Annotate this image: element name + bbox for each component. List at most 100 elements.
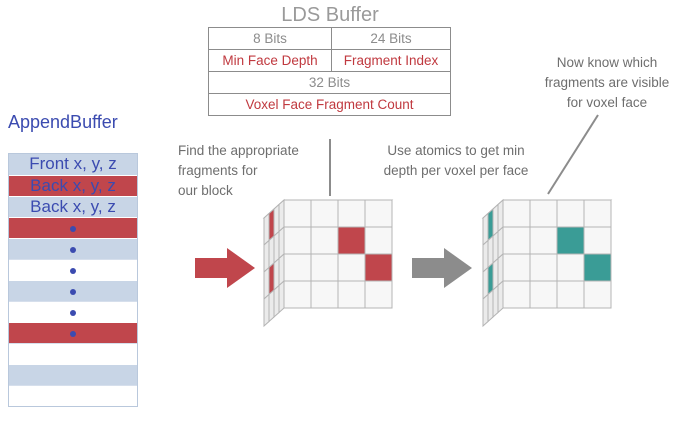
voxel-front-face: [556, 280, 585, 309]
row-label: Front x, y, z: [29, 154, 117, 173]
voxel-side-face: [278, 225, 285, 260]
voxel-side-face: [268, 261, 275, 296]
note-line: depth per voxel per face: [383, 163, 529, 178]
voxel-front-face: [337, 280, 366, 309]
voxel-front-face: [583, 280, 612, 309]
row-label: Back x, y, z: [30, 176, 116, 195]
note-line: fragments are visible: [544, 75, 670, 90]
min-face-depth-field: Min Face Depth: [208, 49, 332, 72]
voxel-front-face: [364, 226, 393, 255]
voxel-side-face: [268, 288, 275, 323]
voxel-front-face: [529, 199, 558, 228]
gray-arrow: [412, 248, 472, 288]
voxel-front-face: [529, 253, 558, 282]
voxel-side-face: [263, 239, 270, 274]
voxel-front-face: [364, 199, 393, 228]
voxel-side-face: [497, 225, 504, 260]
now-know-note: Now know which fragments are visible for…: [532, 53, 673, 113]
voxel-side-face: [487, 261, 494, 296]
append-buffer-row: [9, 238, 137, 259]
voxel-side-face: [263, 293, 270, 328]
voxel-face-fragment-count-field: Voxel Face Fragment Count: [208, 93, 451, 116]
append-buffer-row: Back x, y, z: [9, 175, 137, 196]
voxel-front-face: [502, 253, 531, 282]
use-atomics-note: Use atomics to get min depth per voxel p…: [356, 141, 556, 181]
note-line: for voxel face: [566, 95, 648, 110]
voxel-front-face: [310, 226, 339, 255]
ellipsis-dot: [70, 246, 76, 253]
voxel-front-face: [364, 253, 393, 282]
bits-8-label: 8 Bits: [208, 27, 332, 50]
voxel-side-face: [492, 257, 499, 292]
voxel-front-face: [337, 199, 366, 228]
voxel-side-face: [497, 279, 504, 314]
voxel-side-face: [268, 234, 275, 269]
note-line: Use atomics to get min: [387, 143, 525, 158]
red-arrow: [195, 248, 255, 288]
note-to-cube-connector: [547, 114, 599, 195]
voxel-front-face: [583, 226, 612, 255]
voxel-cube-fragments: [262, 198, 394, 328]
voxel-front-face: [283, 280, 312, 309]
find-fragments-note: Find the appropriate fragments for our b…: [178, 141, 299, 201]
voxel-side-face: [263, 212, 270, 247]
append-buffer-row: [9, 322, 137, 343]
voxel-side-face: [492, 284, 499, 319]
voxel-side-face: [487, 288, 494, 323]
ellipsis-dot: [70, 288, 76, 295]
append-buffer-row: [9, 217, 137, 238]
voxel-front-face: [364, 280, 393, 309]
voxel-side-face: [273, 230, 280, 265]
voxel-front-face: [283, 253, 312, 282]
voxel-cube-visible: [481, 198, 613, 328]
voxel-front-face: [310, 280, 339, 309]
voxel-side-face: [492, 203, 499, 238]
voxel-front-face: [502, 199, 531, 228]
row-label: Back x, y, z: [30, 197, 116, 216]
append-buffer-row: [9, 301, 137, 322]
note-line: Now know which: [556, 55, 658, 70]
voxel-side-face: [273, 203, 280, 238]
append-buffer-row: [9, 343, 137, 364]
voxel-side-face: [273, 284, 280, 319]
lds-buffer-title: LDS Buffer: [281, 4, 379, 26]
append-buffer-row: [9, 385, 137, 406]
voxel-side-face: [487, 234, 494, 269]
note-line: Find the appropriate: [178, 143, 299, 158]
append-buffer: Front x, y, z Back x, y, z Back x, y, z: [8, 153, 138, 407]
append-buffer-row: [9, 364, 137, 385]
voxel-front-face: [283, 199, 312, 228]
voxel-front-face: [310, 199, 339, 228]
voxel-front-face: [337, 226, 366, 255]
voxel-side-face: [487, 207, 494, 242]
ellipsis-dot: [70, 330, 76, 337]
voxel-front-face: [556, 253, 585, 282]
voxel-side-face: [497, 198, 504, 233]
append-buffer-row: [9, 259, 137, 280]
note-line: our block: [178, 183, 233, 198]
voxel-front-face: [529, 226, 558, 255]
ellipsis-dot: [70, 267, 76, 274]
voxel-front-face: [337, 253, 366, 282]
voxel-side-face: [278, 198, 285, 233]
voxel-front-face: [583, 199, 612, 228]
voxel-side-face: [268, 207, 275, 242]
voxel-side-face: [482, 266, 489, 301]
voxel-front-face: [556, 226, 585, 255]
voxel-side-face: [278, 279, 285, 314]
voxel-front-face: [583, 253, 612, 282]
lds-buffer-table: 8 Bits 24 Bits Min Face Depth Fragment I…: [208, 27, 451, 116]
voxel-front-face: [556, 199, 585, 228]
voxel-side-face: [482, 293, 489, 328]
voxel-front-face: [310, 253, 339, 282]
voxel-front-face: [529, 280, 558, 309]
voxel-front-face: [283, 226, 312, 255]
voxel-side-face: [492, 230, 499, 265]
fragment-index-field: Fragment Index: [331, 49, 451, 72]
voxel-front-face: [502, 280, 531, 309]
append-buffer-row: [9, 280, 137, 301]
voxel-side-face: [278, 252, 285, 287]
ellipsis-dot: [70, 225, 76, 232]
voxel-side-face: [263, 266, 270, 301]
